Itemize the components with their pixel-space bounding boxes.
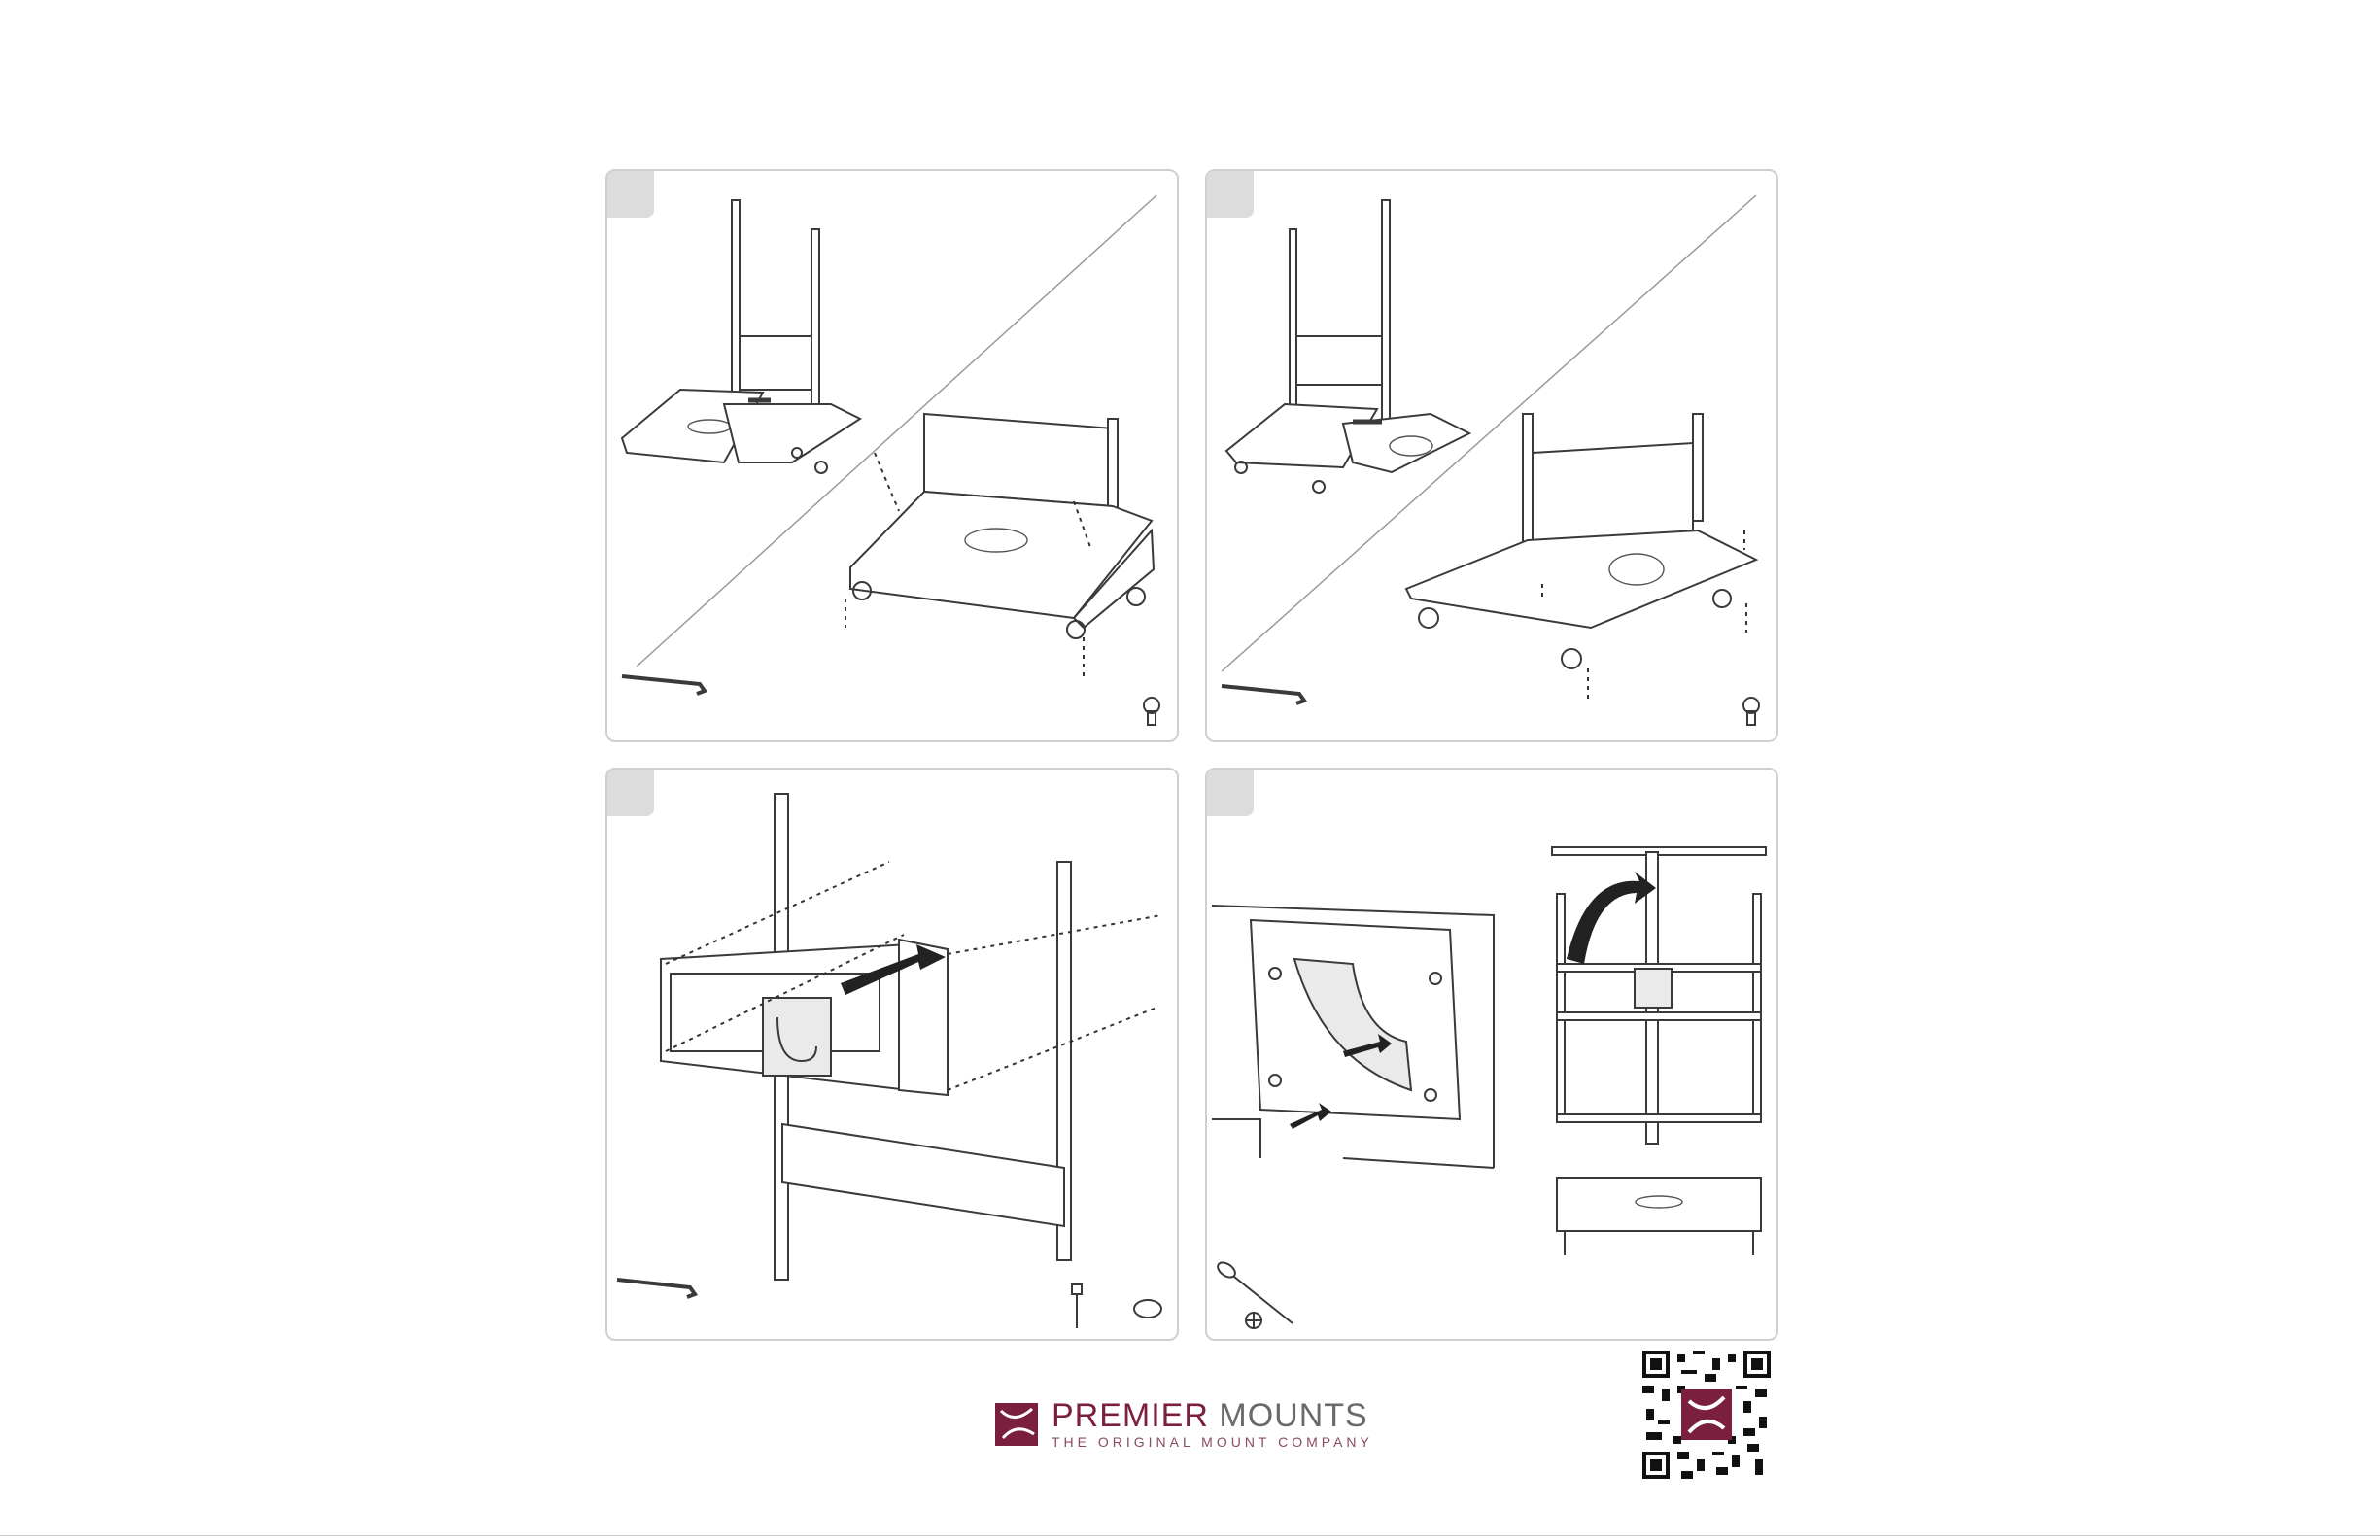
mount-bracket — [763, 998, 831, 1076]
rotation-arrow — [1567, 872, 1656, 964]
washer-icon — [1134, 1300, 1161, 1318]
step-2-illustration — [1207, 171, 1776, 740]
phillips-head-icon — [1246, 1313, 1261, 1328]
bottom-rule — [0, 1535, 2380, 1536]
brand-name-part1: PREMIER — [1052, 1397, 1209, 1434]
brand-name-part2: MOUNTS — [1209, 1397, 1368, 1434]
step-1-illustration — [607, 171, 1177, 740]
assembled-stand — [1552, 847, 1766, 1255]
allen-key-icon — [617, 1280, 695, 1297]
bolt-icon — [1072, 1284, 1082, 1328]
screw-icon — [1743, 698, 1759, 725]
step-1-panel — [605, 169, 1179, 742]
allen-key-icon — [1222, 686, 1304, 703]
stand-before-assembly — [622, 200, 860, 473]
premier-mounts-logo: PREMIER MOUNTS THE ORIGINAL MOUNT COMPAN… — [995, 1399, 1373, 1450]
step-2-panel — [1205, 169, 1778, 742]
step-4-panel — [1205, 768, 1778, 1341]
step-3-illustration — [607, 770, 1177, 1339]
step-3-panel — [605, 768, 1179, 1341]
brand-name: PREMIER MOUNTS — [1052, 1399, 1373, 1432]
lower-crossbar — [782, 1124, 1064, 1226]
qr-code-icon — [1642, 1351, 1771, 1479]
stand-after-assembly — [845, 414, 1154, 681]
screw-icon — [1144, 698, 1159, 725]
brand-tagline: THE ORIGINAL MOUNT COMPANY — [1052, 1434, 1373, 1450]
bracket-closeup — [1212, 906, 1494, 1168]
step-4-illustration — [1207, 770, 1776, 1339]
allen-key-icon — [622, 676, 705, 694]
stand-after-assembly — [1406, 414, 1756, 701]
logo-mark-icon — [995, 1401, 1044, 1448]
stand-before-assembly — [1226, 200, 1469, 493]
